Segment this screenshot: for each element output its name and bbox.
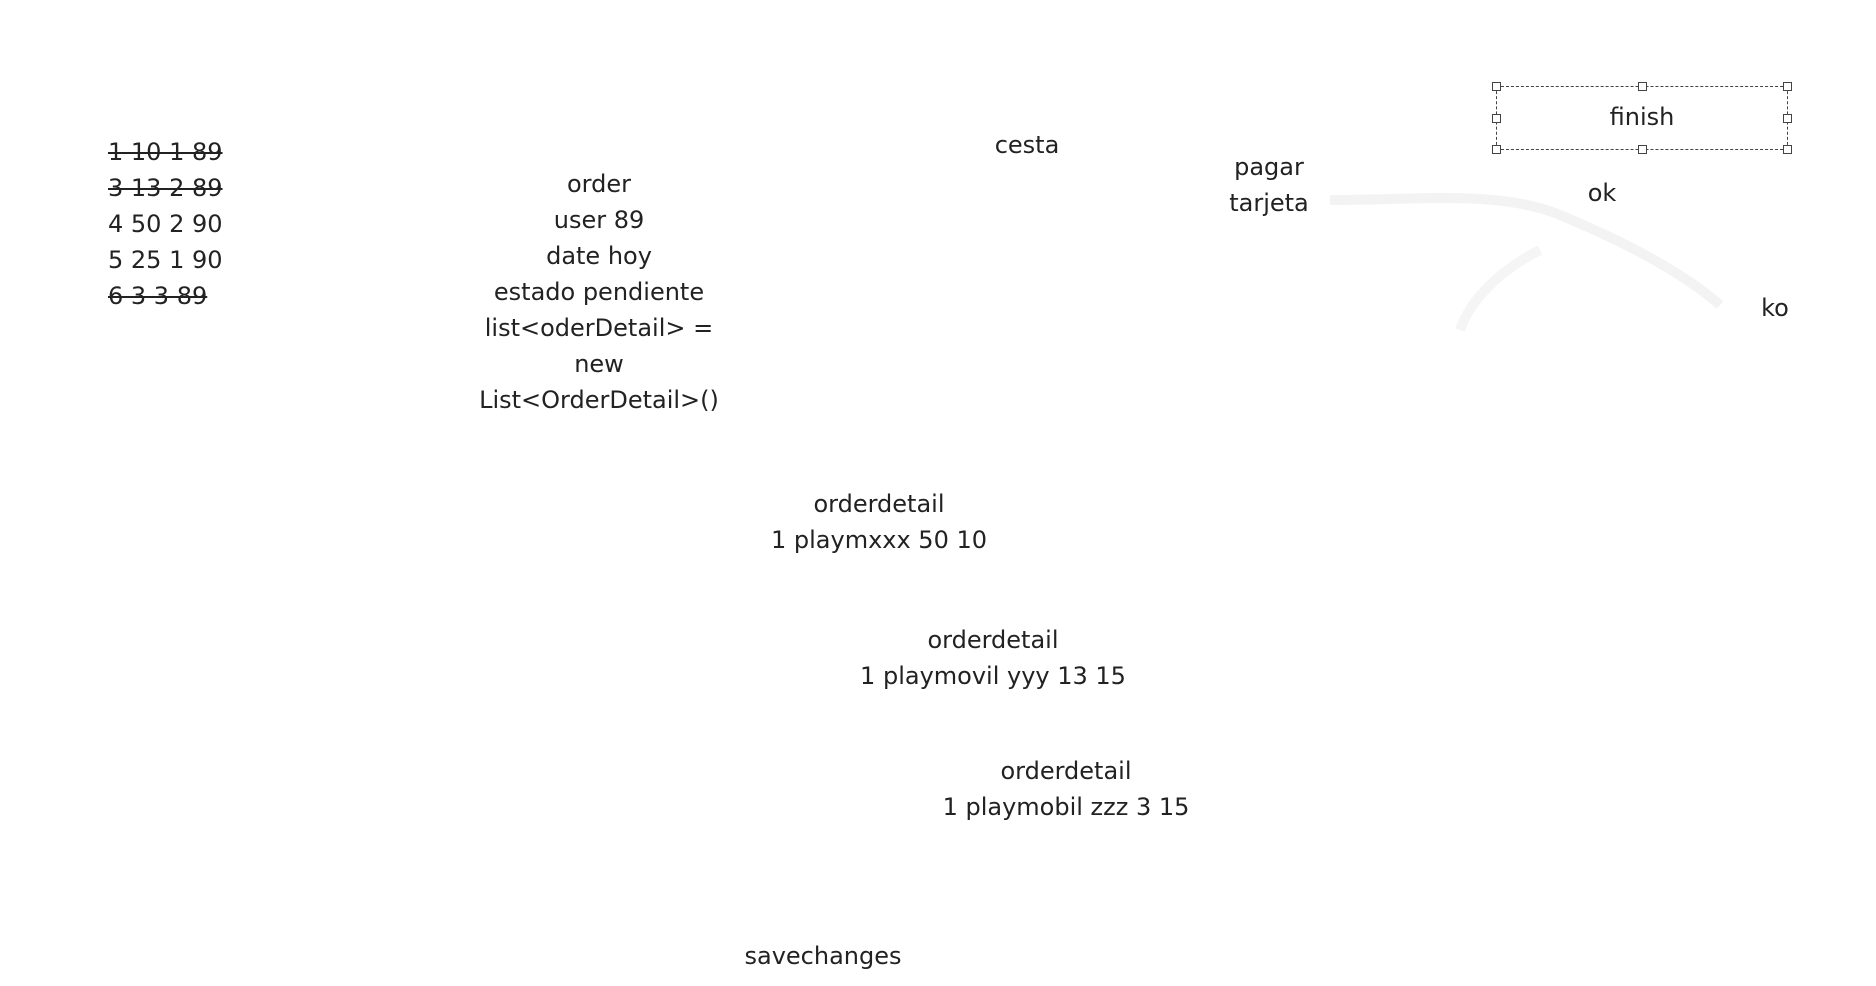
pagar-tarjeta-label: pagar tarjeta xyxy=(1229,149,1309,221)
resize-handle[interactable] xyxy=(1783,145,1792,154)
order-line: order xyxy=(567,170,631,198)
finish-textbox[interactable]: finish xyxy=(1492,82,1792,154)
resize-handle[interactable] xyxy=(1783,114,1792,123)
cesta-label: cesta xyxy=(994,131,1060,159)
pagar-line: pagar xyxy=(1234,153,1304,181)
savechanges-label: savechanges xyxy=(744,942,902,970)
row-list: 1 10 1 89 3 13 2 89 4 50 2 90 5 25 1 90 … xyxy=(108,134,223,314)
orderdetail-title: orderdetail xyxy=(927,626,1059,654)
resize-handle[interactable] xyxy=(1492,145,1501,154)
order-line: estado pendiente xyxy=(493,278,705,306)
row-item: 3 13 2 89 xyxy=(108,174,223,202)
order-line: user 89 xyxy=(553,206,645,234)
orderdetail-line: 1 playmovil yyy 13 15 xyxy=(860,662,1126,690)
order-line: new xyxy=(574,350,624,378)
resize-handle[interactable] xyxy=(1492,114,1501,123)
resize-handle[interactable] xyxy=(1638,145,1647,154)
ko-label: ko xyxy=(1761,294,1789,322)
orderdetail-title: orderdetail xyxy=(1000,757,1132,785)
orderdetail-block: orderdetail 1 playmobil zzz 3 15 xyxy=(943,753,1190,825)
orderdetail-block: orderdetail 1 playmxxx 50 10 xyxy=(771,486,987,558)
resize-handle[interactable] xyxy=(1783,82,1792,91)
orderdetail-line: 1 playmxxx 50 10 xyxy=(770,526,988,554)
resize-handle[interactable] xyxy=(1492,82,1501,91)
row-item: 5 25 1 90 xyxy=(108,246,223,274)
ok-label: ok xyxy=(1587,179,1617,207)
row-item: 4 50 2 90 xyxy=(108,210,223,238)
orderdetail-title: orderdetail xyxy=(813,490,945,518)
orderdetail-line: 1 playmobil zzz 3 15 xyxy=(942,793,1190,821)
row-item: 6 3 3 89 xyxy=(108,282,208,310)
tarjeta-line: tarjeta xyxy=(1229,189,1309,217)
finish-label: finish xyxy=(1609,103,1675,131)
order-line: date hoy xyxy=(546,242,652,270)
order-line: list<oderDetail> = xyxy=(484,314,714,342)
orderdetail-block: orderdetail 1 playmovil yyy 13 15 xyxy=(860,622,1126,694)
order-block: order user 89 date hoy estado pendiente … xyxy=(479,166,719,418)
resize-handle[interactable] xyxy=(1638,82,1647,91)
row-item: 1 10 1 89 xyxy=(108,138,223,166)
order-line: List<OrderDetail>() xyxy=(479,386,719,414)
